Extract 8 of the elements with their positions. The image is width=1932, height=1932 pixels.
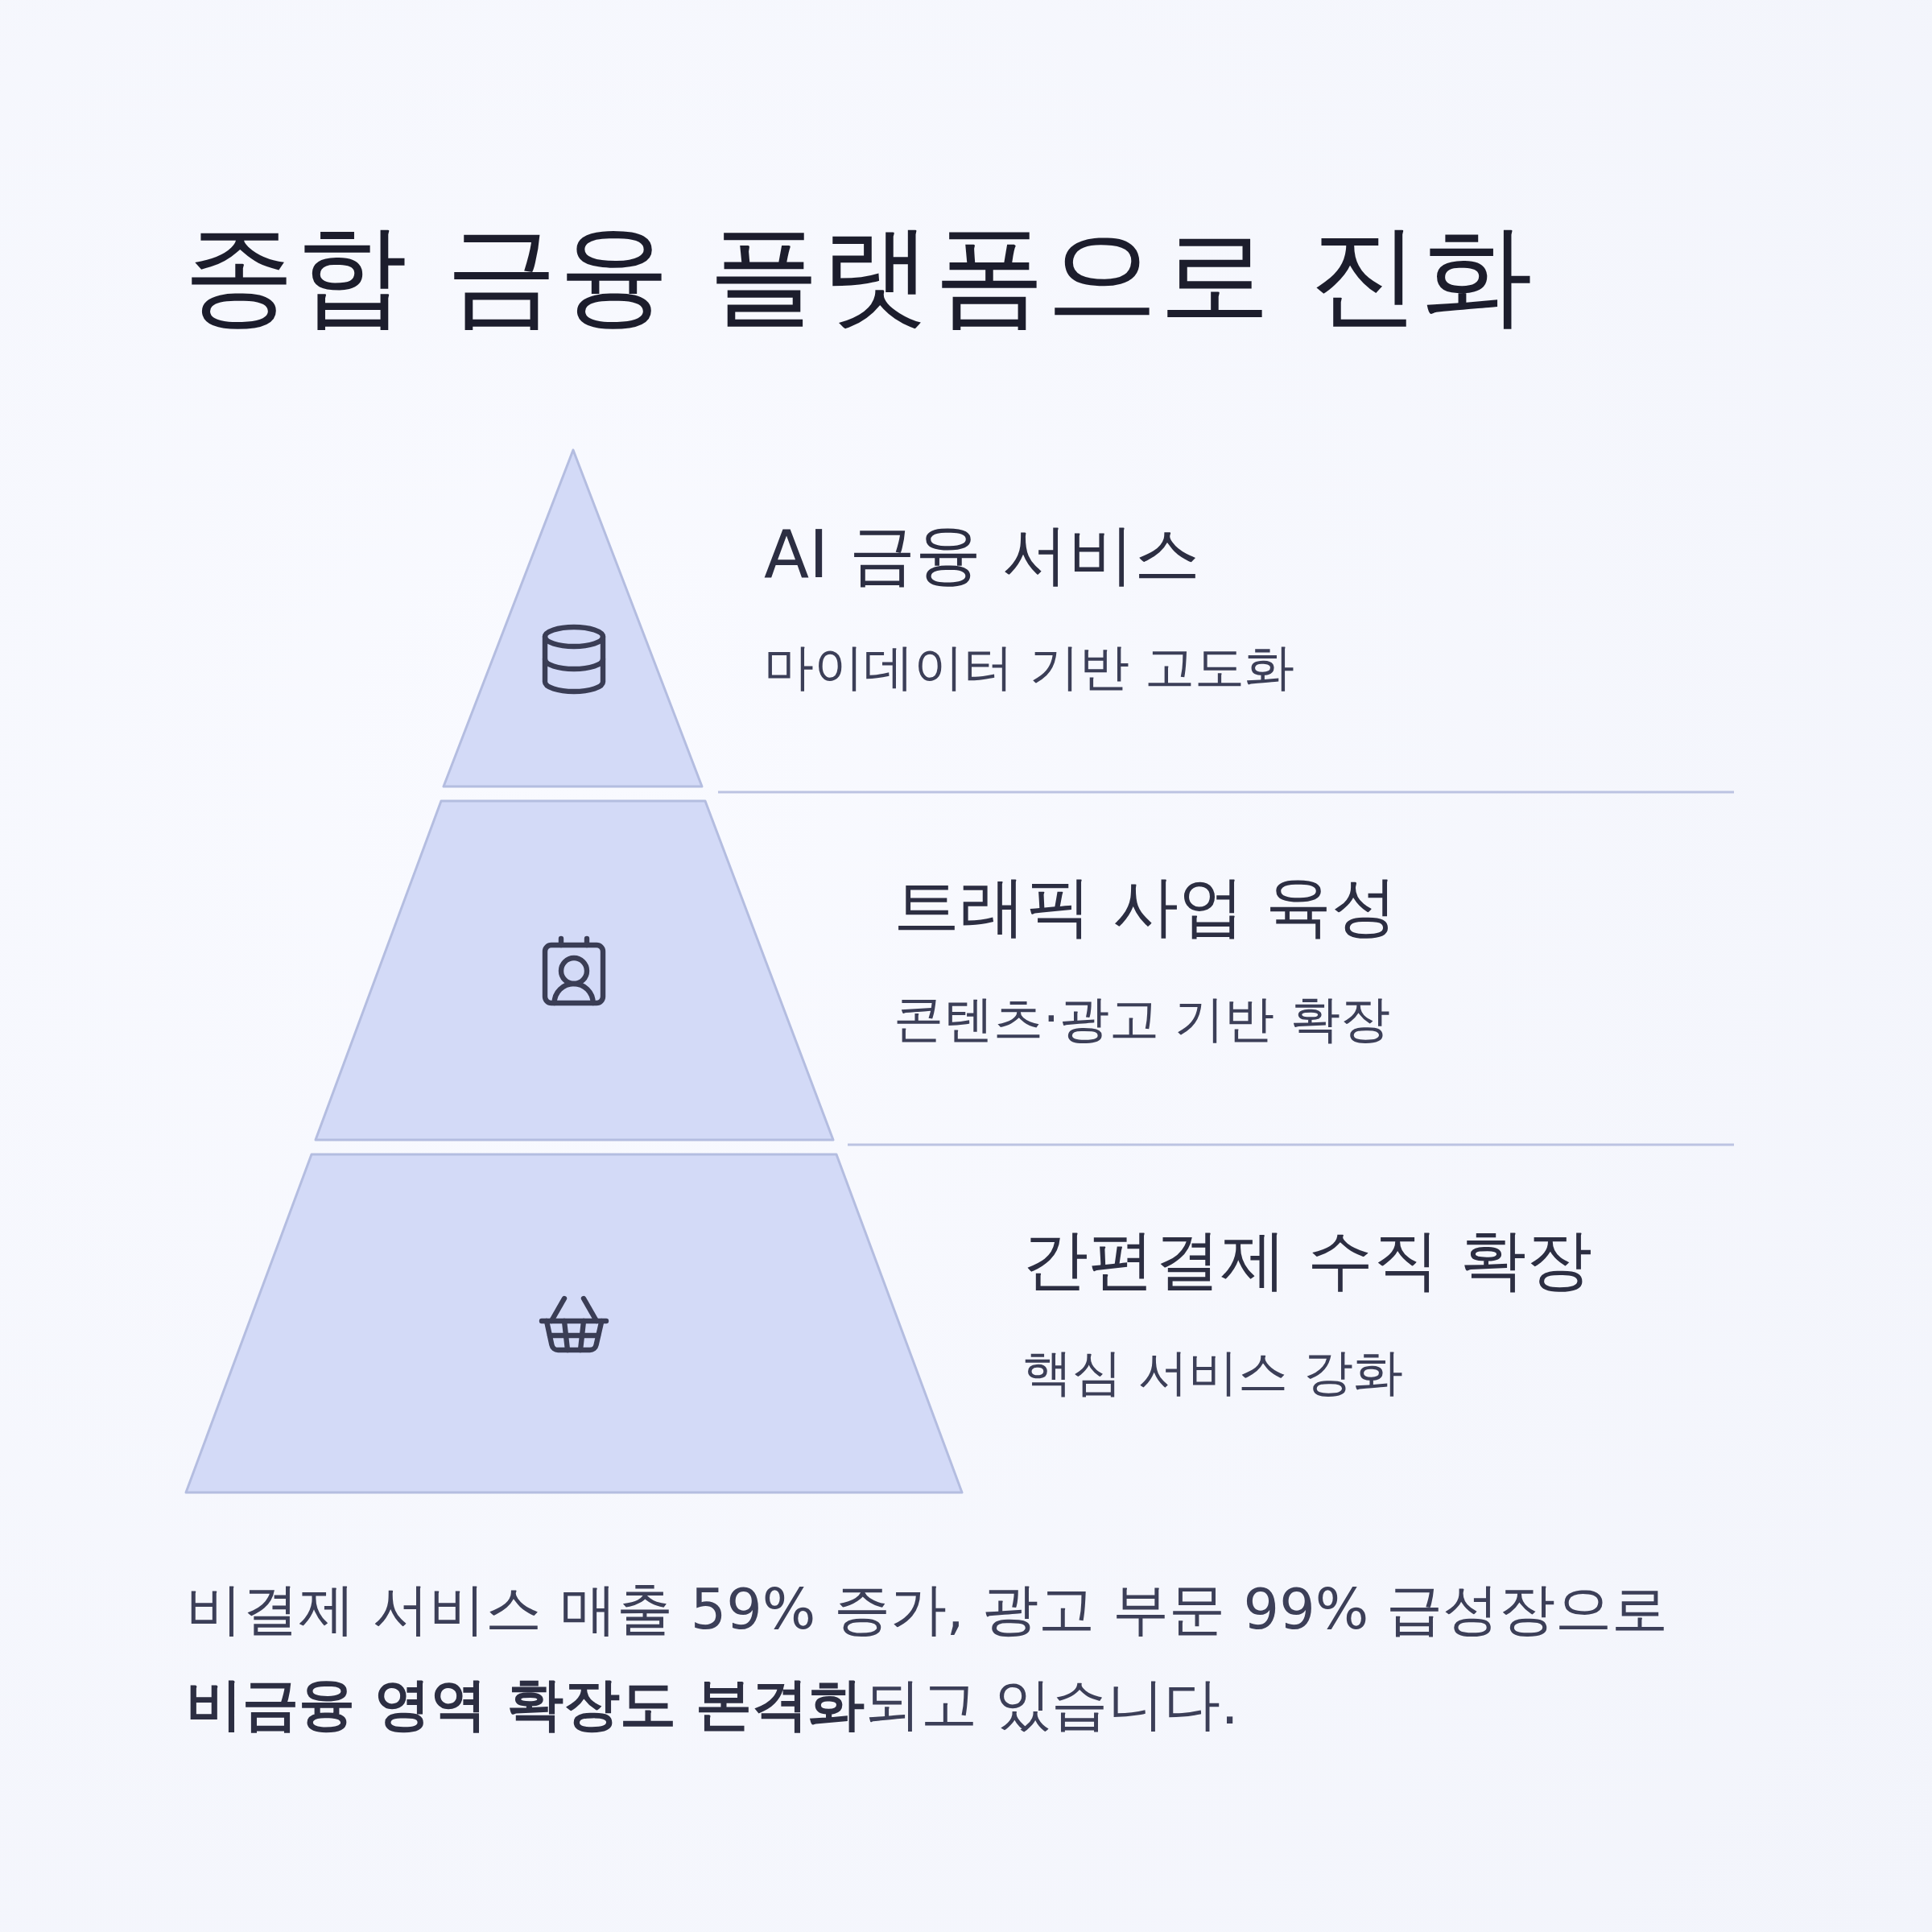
title: 종합 금융 플랫폼으로 진화 xyxy=(184,209,1534,341)
summary-paragraph: 비결제 서비스 매출 59% 증가, 광고 부문 99% 급성장으로 비금융 영역 확장도 본격화되고 있습니다. xyxy=(186,1575,1670,1739)
tier-description: 마이데이터 기반 고도화 xyxy=(764,638,1296,698)
tier-description: 핵심 서비스 강화 xyxy=(1022,1343,1405,1403)
tier-description: 콘텐츠·광고 기반 확장 xyxy=(894,989,1392,1050)
tier-heading: AI 금융 서비스 xyxy=(764,515,1202,594)
tier-heading: 트래픽 사업 육성 xyxy=(894,867,1399,946)
tier-heading: 간편결제 수직 확장 xyxy=(1022,1220,1594,1299)
